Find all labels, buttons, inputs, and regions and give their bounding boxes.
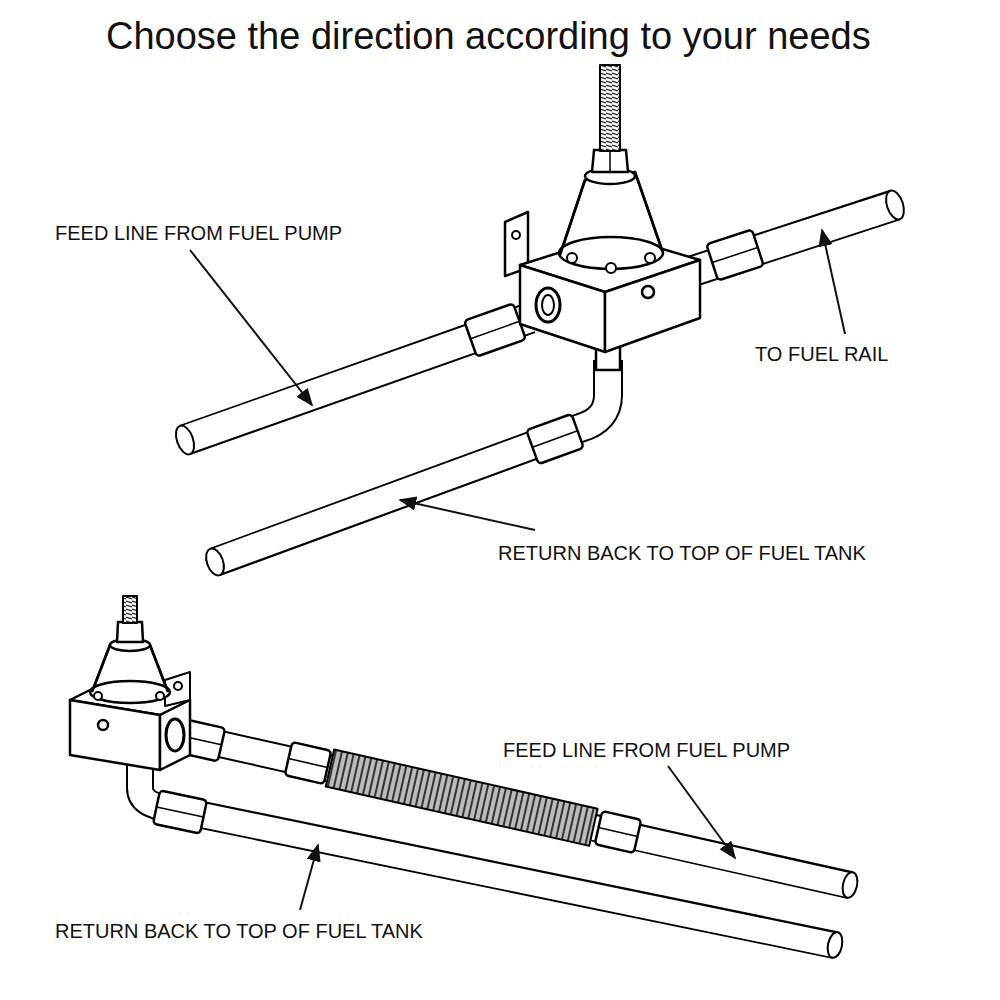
adjust-stud [600,65,620,151]
adjust-stud [123,596,137,623]
return-tube-fill [217,360,608,561]
gauge-port [642,286,654,298]
tube-end [172,423,197,457]
hex-fitting [464,303,526,356]
callout-label: FEED LINE FROM FUEL PUMP [55,222,342,244]
leader-line [668,766,735,858]
body-side [605,260,700,352]
inlet-port [536,288,560,322]
leader-line [822,230,845,334]
screw [606,263,616,273]
feed-tube [185,318,530,440]
title: Choose the direction according to your n… [106,16,871,58]
hex-fitting [595,811,641,853]
feed-tube-fill [187,318,530,439]
hex-fitting [526,414,583,464]
body-front [70,700,160,770]
lock-nut [592,150,628,172]
leader-line [300,845,318,910]
screw [645,253,655,263]
hex-fitting [285,742,331,784]
leader-line [400,500,535,530]
hex-fitting [706,230,763,281]
hex-fitting [153,790,207,833]
callout-label: RETURN BACK TO TOP OF FUEL TANK [498,542,866,564]
body-side [160,700,190,770]
tube-end [203,546,228,578]
tube-end [883,188,907,221]
callout-label: TO FUEL RAIL [755,343,888,365]
gauge-port [98,720,108,730]
lock-nut [117,622,143,642]
screw [94,692,102,700]
leader-line [190,250,312,405]
screw [156,692,164,700]
feed-tube-fill [180,735,848,885]
return-tube [215,360,608,562]
body-front [520,265,605,352]
callout-label: FEED LINE FROM FUEL PUMP [503,739,790,761]
screw [567,253,577,263]
callout-label: RETURN BACK TO TOP OF FUEL TANK [55,920,423,942]
inlet-port [166,719,184,751]
fuel-filter [326,749,598,845]
feed-tube [180,735,850,885]
